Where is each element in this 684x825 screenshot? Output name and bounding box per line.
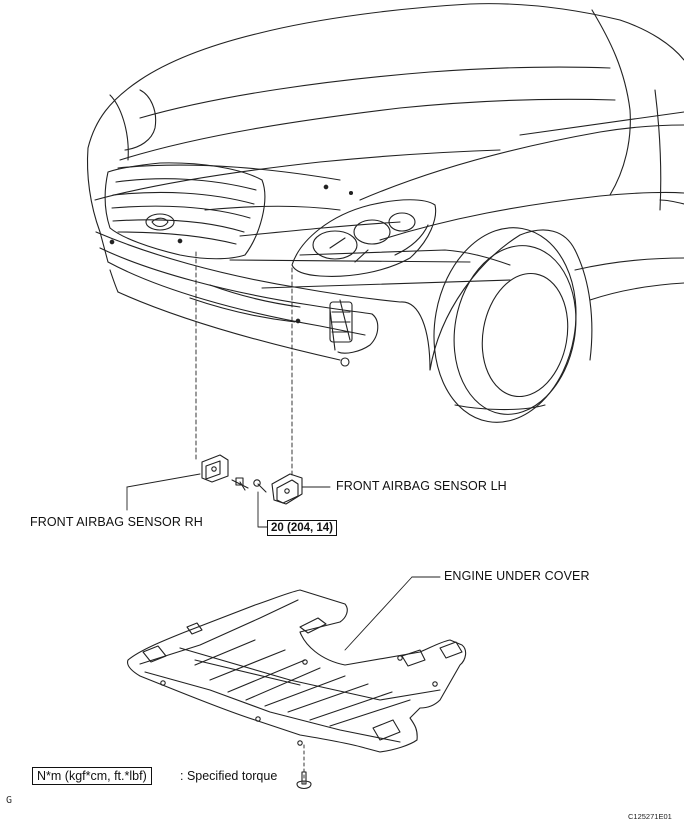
torque-spec-box: 20 (204, 14) [267,520,338,536]
figure-id: C125271E01 [628,812,672,821]
sensor-rh-label: FRONT AIRBAG SENSOR RH [30,515,203,529]
car-body [86,3,684,301]
torque-legend-text: : Specified torque [180,769,278,783]
callout-lines [126,473,441,651]
sensor-lh-label: FRONT AIRBAG SENSOR LH [336,479,507,493]
front-bumper [95,184,511,367]
headlight [291,199,437,277]
sensor-bolt-rh [231,477,249,491]
engine-under-cover-part [126,589,467,753]
torque-legend-box: N*m (kgf*cm, ft.*lbf) [32,767,152,785]
sensor-bolt-lh [253,479,267,493]
engine-under-cover-label: ENGINE UNDER COVER [444,569,590,583]
front-airbag-sensor-rh-part [201,454,229,483]
front-grille [104,162,266,260]
sensor-location-leaders [195,251,293,477]
front-airbag-sensor-lh-part [271,473,303,505]
corner-mark: G [6,795,13,806]
front-wheel [399,227,593,423]
under-cover-bolt [296,744,312,790]
